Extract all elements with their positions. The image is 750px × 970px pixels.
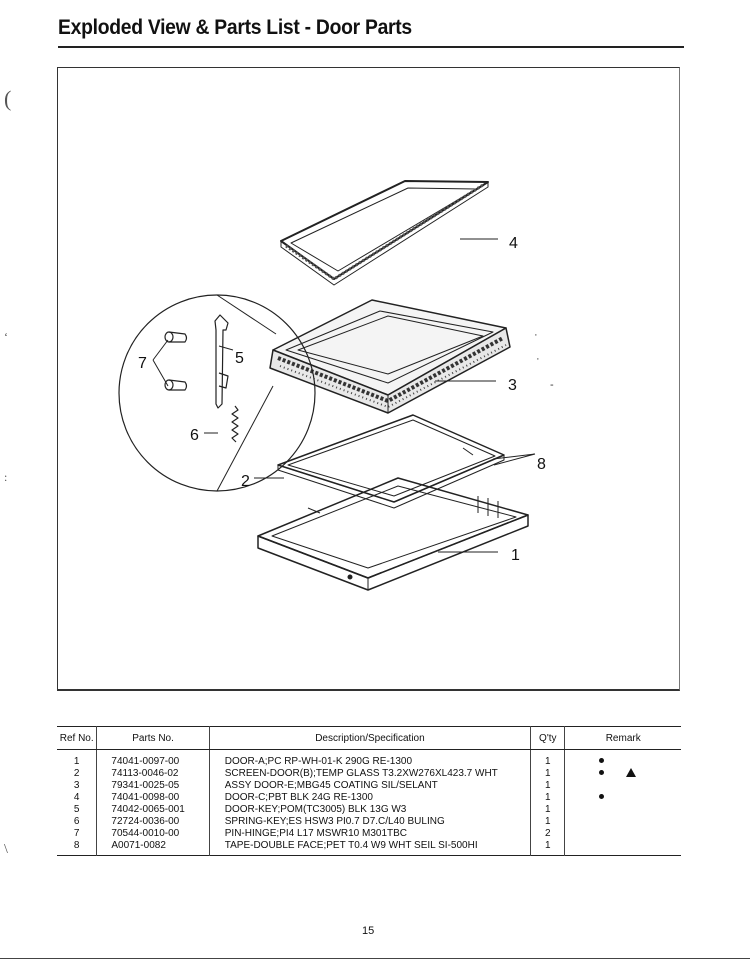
qty-cell: 1 xyxy=(530,803,566,815)
table-row: 7 70544-0010-00 PIN-HINGE;PI4 L17 MSWR10… xyxy=(57,827,681,839)
table-header-row: Ref No. Parts No. Description/Specificat… xyxy=(57,726,681,750)
table-row: 2 74113-0046-02 SCREEN-DOOR(B);TEMP GLAS… xyxy=(57,767,681,779)
ref-cell: 6 xyxy=(57,815,98,827)
header-parts-no: Parts No. xyxy=(96,726,210,750)
door-key-drawing xyxy=(214,314,229,409)
door-a-tray-drawing xyxy=(257,477,529,591)
part-number-cell: 74113-0046-02 xyxy=(96,767,210,779)
title-rule xyxy=(58,46,684,48)
margin-tick-mark: : xyxy=(4,470,8,484)
diagram-tick-mark: · xyxy=(536,353,540,365)
header-qty: Q'ty xyxy=(530,726,566,750)
door-c-frame-drawing xyxy=(280,180,489,286)
description-cell: DOOR-A;PC RP-WH-01-K 290G RE-1300 xyxy=(209,749,532,767)
service-part-dot-icon xyxy=(599,758,605,764)
header-ref-no: Ref No. xyxy=(57,726,98,750)
bottom-rule xyxy=(0,958,750,959)
page-number: 15 xyxy=(362,925,375,937)
qty-cell: 2 xyxy=(530,827,566,839)
part-number-cell: 79341-0025-05 xyxy=(96,779,210,791)
margin-bracket-mark: ( xyxy=(4,86,12,111)
callout-6: 6 xyxy=(190,427,199,444)
header-description: Description/Specification xyxy=(209,726,532,750)
description-cell: SCREEN-DOOR(B);TEMP GLASS T3.2XW276XL423… xyxy=(209,767,532,779)
part-number-cell: 72724-0036-00 xyxy=(96,815,210,827)
callout-1: 1 xyxy=(511,547,520,564)
remark-cell xyxy=(565,815,681,827)
screen-door-glass-drawing xyxy=(277,414,505,509)
ref-cell: 1 xyxy=(57,749,98,767)
callout-7: 7 xyxy=(138,355,147,372)
ref-cell: 3 xyxy=(57,779,98,791)
diagram-tick-mark: - xyxy=(550,379,554,391)
table-row: 1 74041-0097-00 DOOR-A;PC RP-WH-01-K 290… xyxy=(57,749,681,768)
description-cell: PIN-HINGE;PI4 L17 MSWR10 M301TBC xyxy=(209,827,532,839)
service-part-dot-icon xyxy=(599,770,605,776)
remark-cell xyxy=(565,803,681,815)
ref-cell: 2 xyxy=(57,767,98,779)
remark-cell xyxy=(565,750,681,768)
remark-cell xyxy=(565,779,681,791)
hinge-pin-drawing xyxy=(164,331,188,391)
ref-cell: 8 xyxy=(57,839,98,856)
part-number-cell: A0071-0082 xyxy=(96,839,210,856)
page-title: Exploded View & Parts List - Door Parts xyxy=(58,16,412,39)
remark-cell xyxy=(565,839,681,856)
exploded-view-diagram: 4 3 8 2 1 5 7 6 · · - xyxy=(57,67,680,691)
diagram-tick-mark: · xyxy=(534,329,538,341)
callout-8: 8 xyxy=(537,456,546,473)
ref-cell: 5 xyxy=(57,803,98,815)
qty-cell: 1 xyxy=(530,767,566,779)
part-number-cell: 74041-0097-00 xyxy=(96,749,210,767)
description-cell: SPRING-KEY;ES HSW3 PI0.7 D7.C/L40 BULING xyxy=(209,815,532,827)
margin-tick-mark: \ xyxy=(4,842,8,857)
callout-5: 5 xyxy=(235,350,244,367)
part-number-cell: 74041-0098-00 xyxy=(96,791,210,803)
description-cell: DOOR-KEY;POM(TC3005) BLK 13G W3 xyxy=(209,803,532,815)
ref-cell: 7 xyxy=(57,827,98,839)
callout-2: 2 xyxy=(241,473,250,490)
spring-key-drawing xyxy=(231,405,239,443)
qty-cell: 1 xyxy=(530,815,566,827)
qty-cell: 1 xyxy=(530,749,566,767)
exploded-view-drawing: 4 3 8 2 1 5 7 6 · · - xyxy=(118,180,554,591)
description-cell: DOOR-C;PBT BLK 24G RE-1300 xyxy=(209,791,532,803)
table-row: 8 A0071-0082 TAPE-DOUBLE FACE;PET T0.4 W… xyxy=(57,839,681,856)
parts-list-table: Ref No. Parts No. Description/Specificat… xyxy=(57,726,681,856)
description-cell: ASSY DOOR-E;MBG45 COATING SIL/SELANT xyxy=(209,779,532,791)
callout-3: 3 xyxy=(508,377,517,394)
remark-cell xyxy=(565,791,681,803)
qty-cell: 1 xyxy=(530,779,566,791)
ref-cell: 4 xyxy=(57,791,98,803)
remark-cell xyxy=(565,827,681,839)
qty-cell: 1 xyxy=(530,791,566,803)
margin-tick-mark: ‘ xyxy=(4,330,8,344)
table-row: 4 74041-0098-00 DOOR-C;PBT BLK 24G RE-13… xyxy=(57,791,681,803)
service-part-dot-icon xyxy=(599,794,605,800)
header-remark: Remark xyxy=(564,726,681,750)
table-row: 6 72724-0036-00 SPRING-KEY;ES HSW3 PI0.7… xyxy=(57,815,681,827)
table-row: 3 79341-0025-05 ASSY DOOR-E;MBG45 COATIN… xyxy=(57,779,681,791)
part-number-cell: 70544-0010-00 xyxy=(96,827,210,839)
door-e-assembly-drawing xyxy=(269,299,511,414)
description-cell: TAPE-DOUBLE FACE;PET T0.4 W9 WHT SEIL SI… xyxy=(209,839,532,856)
qty-cell: 1 xyxy=(530,839,566,856)
remark-cell xyxy=(565,767,681,779)
safety-warning-triangle-icon xyxy=(626,768,637,778)
callout-4: 4 xyxy=(509,235,518,252)
callout-leader-lines xyxy=(152,238,536,553)
table-row: 5 74042-0065-001 DOOR-KEY;POM(TC3005) BL… xyxy=(57,803,681,815)
detail-circle-drawing xyxy=(118,294,316,492)
part-number-cell: 74042-0065-001 xyxy=(96,803,210,815)
